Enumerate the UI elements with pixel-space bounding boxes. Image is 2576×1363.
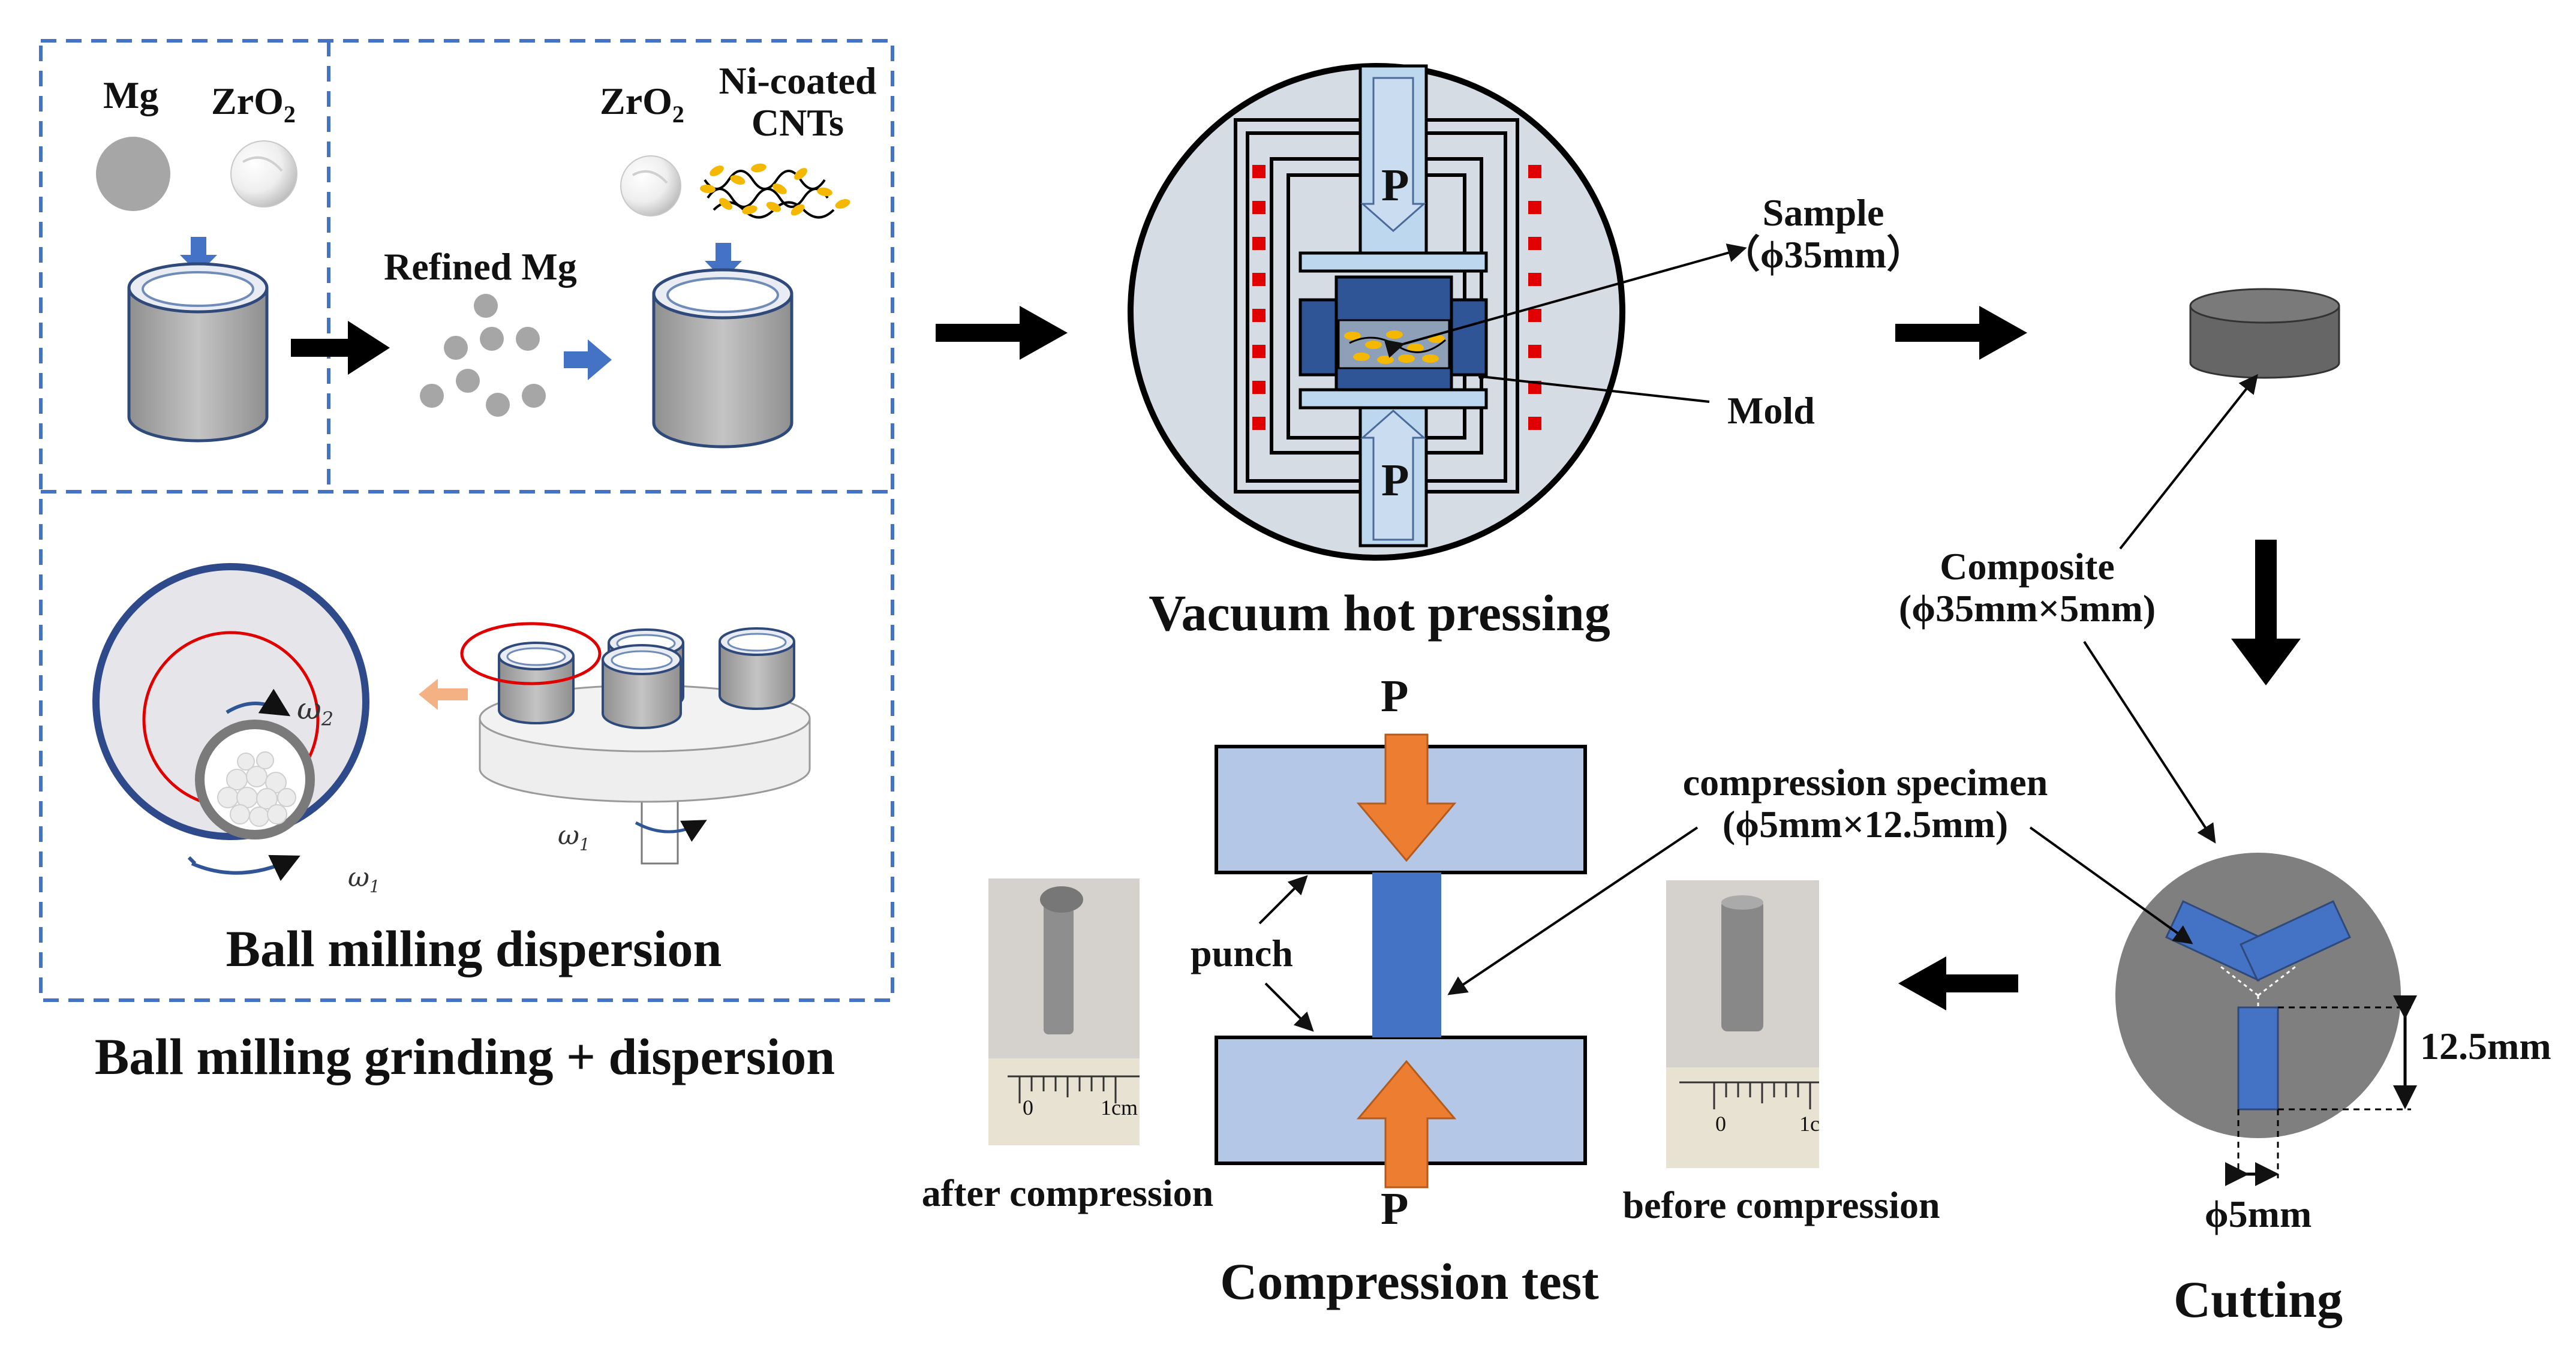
refined-mg-particles bbox=[420, 294, 546, 417]
zro2-label: ZrO2 bbox=[211, 80, 296, 128]
down-arrow-icon bbox=[180, 237, 217, 274]
arrow-left-icon bbox=[1898, 956, 2018, 1010]
composite-leader-line bbox=[2119, 374, 2258, 550]
before-compression-caption: before compression bbox=[1622, 1184, 1940, 1226]
height-dimension: 12.5mm bbox=[2420, 1025, 2551, 1067]
after-compression-caption: after compression bbox=[921, 1172, 1214, 1214]
composite-label: Composite(ϕ35mm×5mm) bbox=[1898, 545, 2156, 630]
omega1-turntable-label: ω1 bbox=[558, 820, 590, 854]
ruler-zero: 0 bbox=[1023, 1096, 1033, 1120]
compression-p-bottom: P bbox=[1381, 1184, 1409, 1234]
zro2-label-2: ZrO2 bbox=[600, 80, 684, 128]
cutting-disk bbox=[2115, 853, 2417, 1186]
sample-label: Sample（ϕ35mm） bbox=[1721, 191, 1925, 276]
highlight-ellipse bbox=[460, 622, 602, 685]
ni-coated-cnts bbox=[700, 163, 850, 219]
ruler-zero-b: 0 bbox=[1715, 1112, 1726, 1136]
arrow-right-icon-2 bbox=[936, 306, 1068, 360]
composite-to-disk-line bbox=[2083, 640, 2216, 844]
ruler-1-b: 1c bbox=[1799, 1112, 1820, 1136]
hot-pressing-diagram bbox=[1128, 63, 1747, 561]
load-arrow-down bbox=[1356, 733, 1457, 862]
compression-diagram bbox=[1215, 733, 1699, 1189]
pressure-label-top: P bbox=[1381, 160, 1409, 210]
down-arrow-icon-2 bbox=[705, 243, 742, 280]
milling-jar-2 bbox=[652, 268, 793, 449]
specimen-bottom bbox=[2237, 1006, 2279, 1111]
cutting-title: Cutting bbox=[2174, 1271, 2343, 1328]
omega1-label: ω1 bbox=[348, 862, 380, 896]
compression-p-top: P bbox=[1381, 671, 1409, 721]
specimen-after-photo-graphic bbox=[988, 878, 1140, 1145]
diameter-dimension: ϕ5mm bbox=[2204, 1193, 2312, 1235]
composite-disk bbox=[2189, 288, 2340, 379]
hot-pressing-title: Vacuum hot pressing bbox=[1149, 584, 1610, 642]
mg-label: Mg bbox=[103, 74, 159, 116]
mold-label: Mold bbox=[1727, 389, 1815, 432]
pressure-label-bottom: P bbox=[1381, 455, 1409, 506]
specimen-right bbox=[2240, 900, 2351, 982]
zro2-ball-2 bbox=[620, 155, 681, 216]
compression-specimen bbox=[1372, 872, 1441, 1037]
compression-test-title: Compression test bbox=[1220, 1253, 1599, 1310]
specimen-leader-line bbox=[2029, 826, 2193, 944]
arrow-right-icon-blue bbox=[564, 339, 612, 380]
mg-particle bbox=[96, 137, 170, 211]
specimen-before-photo-graphic bbox=[1666, 880, 1819, 1168]
load-arrow-up bbox=[1356, 1060, 1457, 1189]
planetary-turntable bbox=[460, 622, 811, 865]
arrow-left-icon-orange bbox=[419, 679, 468, 710]
ball-milling-panel bbox=[39, 39, 894, 1002]
arrow-right-icon bbox=[291, 321, 390, 375]
specimen-label: compression specimen(ϕ5mm×12.5mm) bbox=[1682, 761, 2048, 846]
arrow-right-icon-3 bbox=[1895, 306, 2027, 360]
punch-label: punch bbox=[1191, 932, 1293, 974]
ball-milling-section-title: Ball milling grinding + dispersion bbox=[94, 1028, 835, 1085]
ball-milling-dispersion-title: Ball milling dispersion bbox=[226, 920, 722, 977]
milling-jar-1 bbox=[127, 262, 269, 443]
arrow-down-icon bbox=[2231, 540, 2301, 685]
refined-mg-label: Refined Mg bbox=[384, 245, 577, 288]
zro2-ball bbox=[230, 140, 297, 207]
omega2-label: ω2 bbox=[297, 691, 334, 730]
planetary-mill-view bbox=[92, 563, 369, 881]
ruler-1cm: 1cm bbox=[1101, 1096, 1138, 1120]
